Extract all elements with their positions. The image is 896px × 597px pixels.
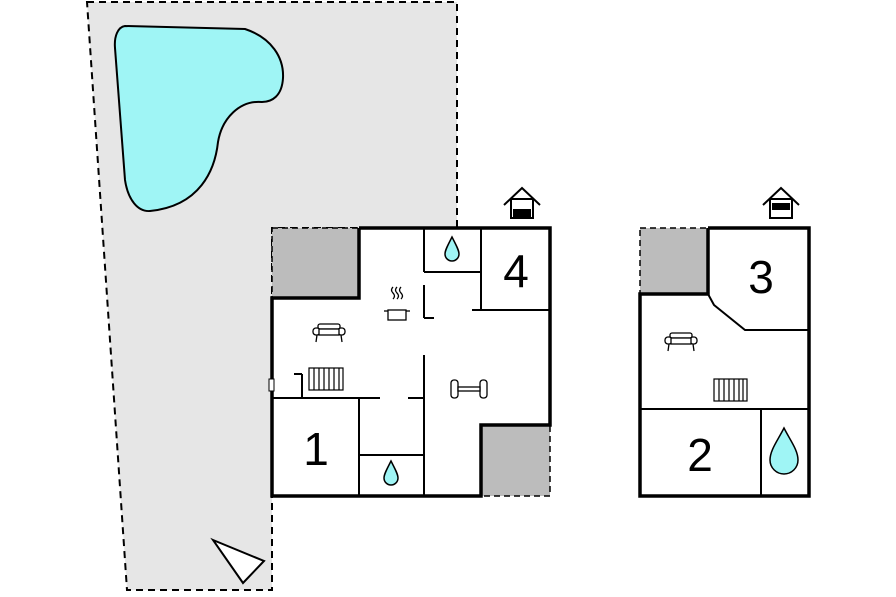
house-level-upper-icon	[762, 186, 800, 219]
north-arrow-icon	[210, 537, 266, 585]
outer-wall	[270, 226, 552, 498]
terrace-top-left	[271, 227, 360, 299]
bathroom-icon	[444, 235, 460, 262]
kitchen-icon	[384, 286, 410, 321]
terrace-top-left-upper	[639, 227, 709, 295]
house-level-ground-icon	[503, 186, 541, 219]
room-number-3: 3	[748, 251, 774, 303]
room-number-1: 1	[303, 423, 329, 475]
sofa-icon	[664, 332, 698, 352]
room-number-4: 4	[503, 245, 529, 297]
interior-walls	[272, 228, 550, 496]
radiator-icon	[308, 367, 344, 391]
sofa-icon	[312, 323, 346, 343]
pool-icon	[113, 24, 285, 213]
ground-floor: 1 4	[268, 186, 552, 498]
upper-floor: 2 3	[638, 186, 811, 498]
bathroom-icon	[383, 459, 399, 486]
terrace-bottom-right	[480, 424, 551, 497]
bathroom-icon	[769, 426, 799, 475]
radiator-icon	[713, 378, 748, 402]
fitness-icon	[450, 379, 488, 399]
room-number-2: 2	[687, 429, 713, 481]
door-marker	[268, 378, 275, 392]
interior-walls-upper	[640, 293, 809, 496]
